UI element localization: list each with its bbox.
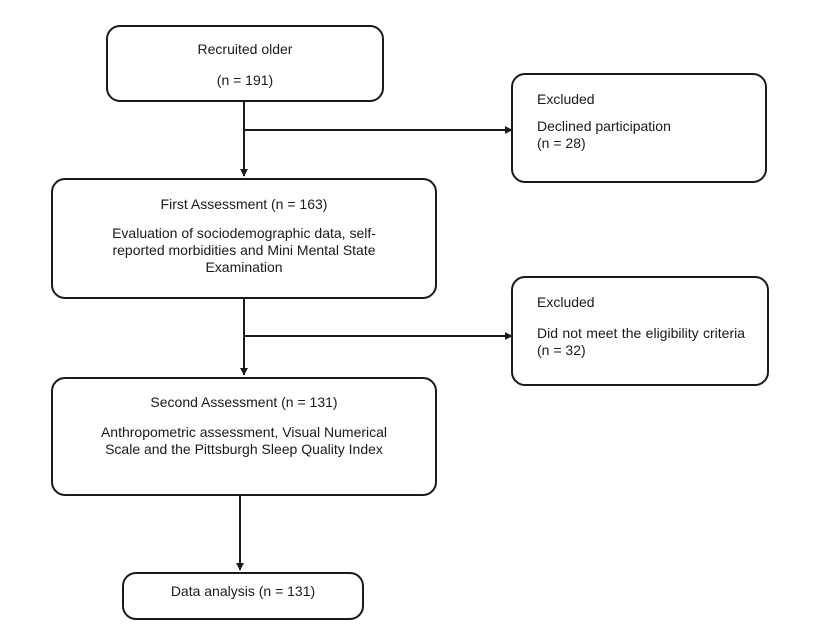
- recruited-count: (n = 191): [216, 72, 274, 88]
- excluded-1-count: (n = 28): [537, 135, 586, 151]
- data-analysis-title: Data analysis (n = 131): [170, 583, 316, 599]
- excluded-box-1: Excluded Declined participation (n = 28): [511, 73, 767, 183]
- second-assessment-box: Second Assessment (n = 131) Anthropometr…: [51, 377, 437, 496]
- first-assessment-description: Evaluation of sociodemographic data, sel…: [112, 225, 376, 275]
- data-analysis-box: Data analysis (n = 131): [122, 572, 364, 620]
- recruited-box: Recruited older (n = 191): [106, 25, 384, 102]
- first-assessment-box: First Assessment (n = 163) Evaluation of…: [51, 178, 437, 299]
- first-assessment-title: First Assessment (n = 163): [160, 196, 328, 212]
- excluded-1-reason: Declined participation: [537, 118, 671, 134]
- recruited-title: Recruited older: [197, 41, 293, 57]
- excluded-1-title: Excluded: [537, 91, 595, 107]
- second-assessment-description: Anthropometric assessment, Visual Numeri…: [100, 424, 388, 457]
- excluded-2-title: Excluded: [537, 294, 595, 310]
- second-assessment-title: Second Assessment (n = 131): [150, 394, 338, 410]
- excluded-box-2: Excluded Did not meet the eligibility cr…: [511, 276, 769, 386]
- excluded-2-reason: Did not meet the eligibility criteria (n…: [537, 325, 745, 358]
